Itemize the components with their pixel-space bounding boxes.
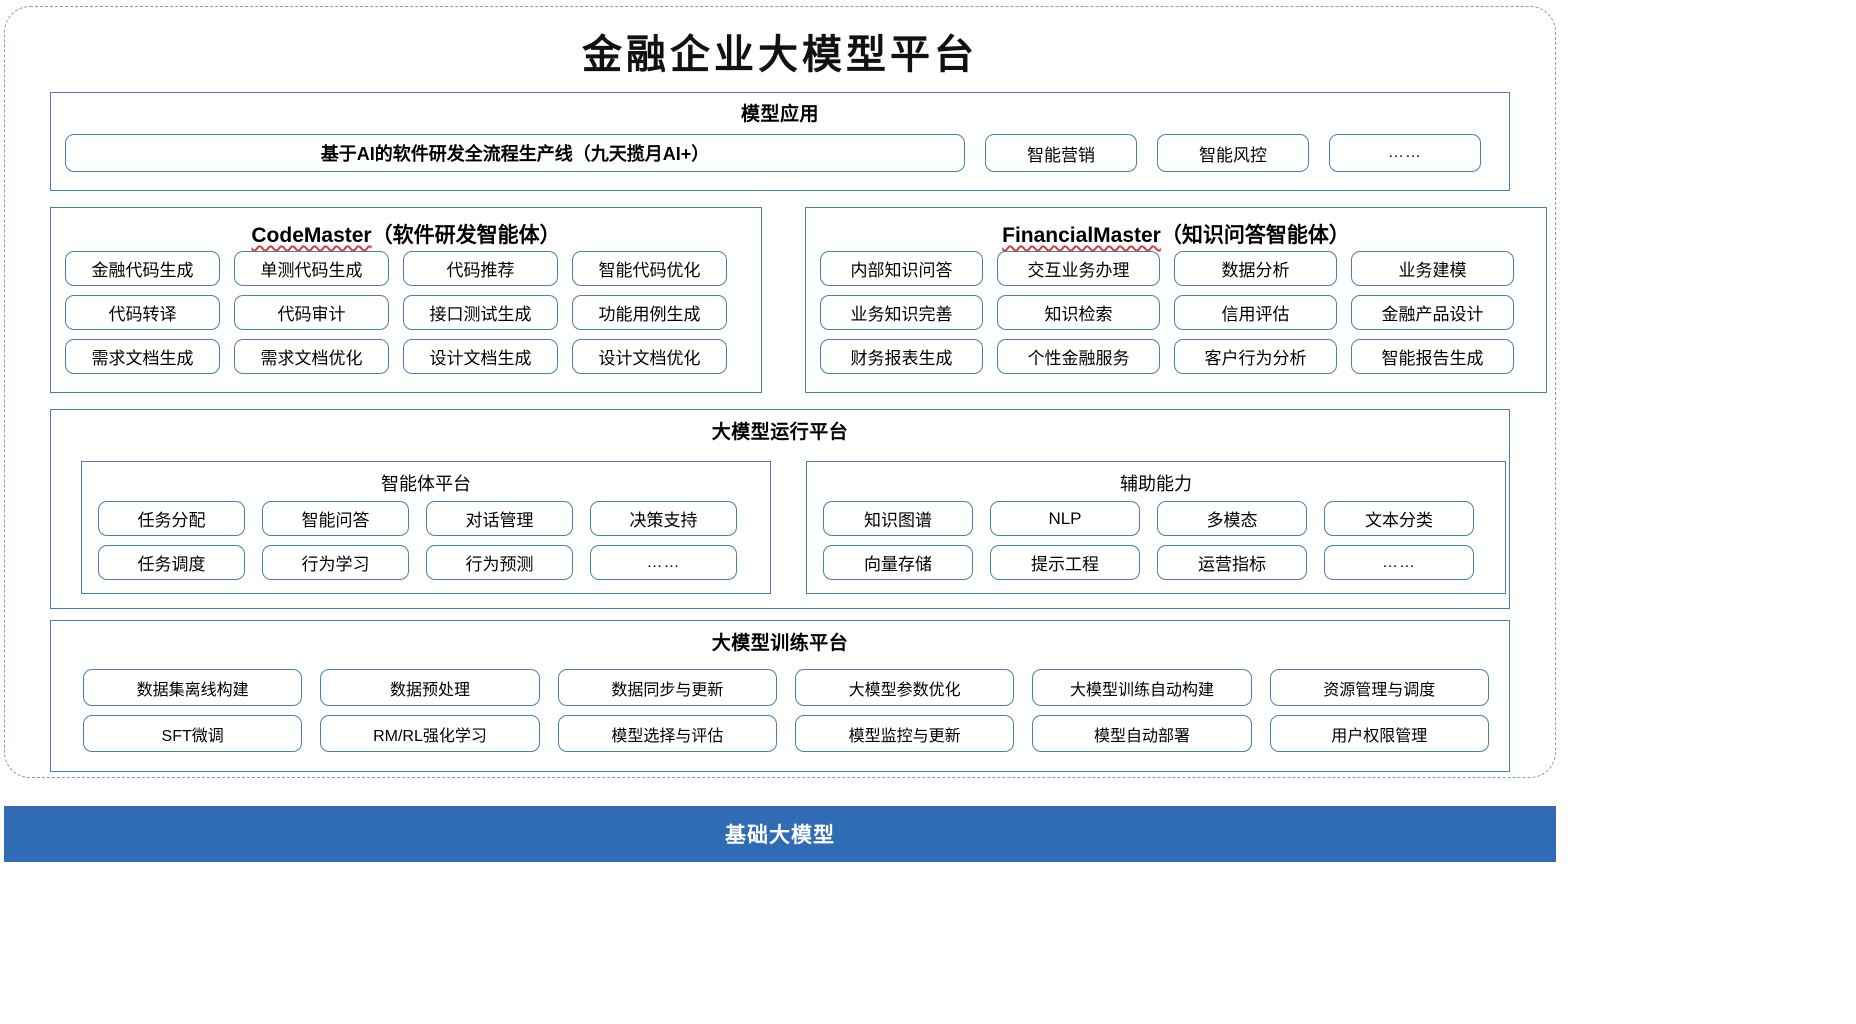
- section-title-runtime-platform: 大模型运行平台: [711, 422, 849, 443]
- chip-model-selection-evaluation[interactable]: 模型选择与评估: [557, 715, 777, 752]
- chip-sft-finetuning[interactable]: SFT微调: [83, 715, 303, 752]
- chip-customer-behavior-analysis[interactable]: 客户行为分析: [1174, 339, 1337, 374]
- section-title-model-application: 模型应用: [740, 104, 819, 125]
- section-runtime-platform: 大模型运行平台 智能体平台 任务分配 智能问答 对话管理 决策支持 任务调度 行…: [50, 409, 1510, 609]
- chip-model-monitoring-update[interactable]: 模型监控与更新: [794, 715, 1015, 752]
- financialmaster-row-1: 内部知识问答 交互业务办理 数据分析 业务建模: [820, 251, 1532, 286]
- chip-design-doc-generation[interactable]: 设计文档生成: [403, 339, 558, 374]
- chip-business-knowledge-enrichment[interactable]: 业务知识完善: [820, 295, 983, 330]
- chip-intelligent-qa[interactable]: 智能问答: [262, 501, 409, 536]
- chip-requirement-doc-generation[interactable]: 需求文档生成: [65, 339, 220, 374]
- chip-operation-metrics[interactable]: 运营指标: [1157, 545, 1307, 580]
- chip-interactive-business-handling[interactable]: 交互业务办理: [997, 251, 1160, 286]
- chip-financial-code-generation[interactable]: 金融代码生成: [65, 251, 220, 286]
- chip-data-analysis[interactable]: 数据分析: [1174, 251, 1337, 286]
- chip-requirement-doc-optimization[interactable]: 需求文档优化: [234, 339, 389, 374]
- chip-intelligent-marketing[interactable]: 智能营销: [985, 134, 1137, 172]
- subsection-title-agent-platform: 智能体平台: [381, 474, 471, 494]
- training-row-2: SFT微调 RM/RL强化学习 模型选择与评估 模型监控与更新 模型自动部署 用…: [83, 715, 1489, 752]
- financialmaster-capability-grid: 内部知识问答 交互业务办理 数据分析 业务建模 业务知识完善 知识检索 信用评估…: [820, 251, 1532, 374]
- chip-knowledge-graph[interactable]: 知识图谱: [823, 501, 973, 536]
- chip-rm-rl-reinforcement-learning[interactable]: RM/RL强化学习: [320, 715, 540, 752]
- chip-code-audit[interactable]: 代码审计: [234, 295, 389, 330]
- chip-personalized-financial-service[interactable]: 个性金融服务: [997, 339, 1160, 374]
- chip-data-preprocessing[interactable]: 数据预处理: [320, 669, 540, 706]
- codemaster-row-2: 代码转译 代码审计 接口测试生成 功能用例生成: [65, 295, 747, 330]
- chip-text-classification[interactable]: 文本分类: [1324, 501, 1474, 536]
- agent-suffix-codemaster: （软件研发智能体）: [371, 224, 561, 247]
- chip-multimodal[interactable]: 多模态: [1157, 501, 1307, 536]
- chip-more-auxiliary[interactable]: ……: [1324, 545, 1474, 580]
- section-model-application: 模型应用 基于AI的软件研发全流程生产线（九天揽月AI+） 智能营销 智能风控 …: [50, 92, 1510, 191]
- chip-knowledge-retrieval[interactable]: 知识检索: [997, 295, 1160, 330]
- chip-model-parameter-optimization[interactable]: 大模型参数优化: [794, 669, 1015, 706]
- chip-design-doc-optimization[interactable]: 设计文档优化: [572, 339, 727, 374]
- chip-prompt-engineering[interactable]: 提示工程: [990, 545, 1140, 580]
- agent-name-codemaster: CodeMaster: [251, 224, 372, 247]
- chip-training-auto-construction[interactable]: 大模型训练自动构建: [1032, 669, 1252, 706]
- chip-task-allocation[interactable]: 任务分配: [98, 501, 245, 536]
- agent-platform-row-1: 任务分配 智能问答 对话管理 决策支持: [98, 501, 754, 536]
- agent-title-financialmaster: FinancialMaster（知识问答智能体）: [806, 219, 1546, 249]
- codemaster-capability-grid: 金融代码生成 单测代码生成 代码推荐 智能代码优化 代码转译 代码审计 接口测试…: [65, 251, 747, 374]
- chip-intelligent-risk-control[interactable]: 智能风控: [1157, 134, 1309, 172]
- financialmaster-row-2: 业务知识完善 知识检索 信用评估 金融产品设计: [820, 295, 1532, 330]
- auxiliary-row-2: 向量存储 提示工程 运营指标 ……: [823, 545, 1489, 580]
- chip-user-permission-management[interactable]: 用户权限管理: [1269, 715, 1489, 752]
- chip-credit-assessment[interactable]: 信用评估: [1174, 295, 1337, 330]
- chip-task-scheduling[interactable]: 任务调度: [98, 545, 245, 580]
- foundation-model-label: 基础大模型: [725, 824, 835, 847]
- chip-more-agent-platform[interactable]: ……: [590, 545, 737, 580]
- chip-model-auto-deployment[interactable]: 模型自动部署: [1032, 715, 1252, 752]
- chip-internal-knowledge-qa[interactable]: 内部知识问答: [820, 251, 983, 286]
- codemaster-row-1: 金融代码生成 单测代码生成 代码推荐 智能代码优化: [65, 251, 747, 286]
- chip-financial-product-design[interactable]: 金融产品设计: [1351, 295, 1514, 330]
- chip-dialogue-management[interactable]: 对话管理: [426, 501, 573, 536]
- chip-behavior-learning[interactable]: 行为学习: [262, 545, 409, 580]
- chip-behavior-prediction[interactable]: 行为预测: [426, 545, 573, 580]
- chip-financial-statement-generation[interactable]: 财务报表生成: [820, 339, 983, 374]
- section-codemaster-agent: CodeMaster（软件研发智能体） 金融代码生成 单测代码生成 代码推荐 智…: [50, 207, 762, 393]
- auxiliary-capabilities-grid: 知识图谱 NLP 多模态 文本分类 向量存储 提示工程 运营指标 ……: [823, 501, 1489, 580]
- subsection-title-auxiliary-capabilities: 辅助能力: [1120, 474, 1192, 494]
- chip-ai-sdlc-pipeline[interactable]: 基于AI的软件研发全流程生产线（九天揽月AI+）: [65, 134, 965, 172]
- chip-code-transpilation[interactable]: 代码转译: [65, 295, 220, 330]
- chip-dataset-offline-construction[interactable]: 数据集离线构建: [83, 669, 303, 706]
- codemaster-row-3: 需求文档生成 需求文档优化 设计文档生成 设计文档优化: [65, 339, 747, 374]
- auxiliary-row-1: 知识图谱 NLP 多模态 文本分类: [823, 501, 1489, 536]
- chip-intelligent-report-generation[interactable]: 智能报告生成: [1351, 339, 1514, 374]
- chip-data-sync-and-update[interactable]: 数据同步与更新: [557, 669, 777, 706]
- foundation-model-bar: 基础大模型: [4, 806, 1556, 862]
- agent-platform-row-2: 任务调度 行为学习 行为预测 ……: [98, 545, 754, 580]
- chip-code-recommendation[interactable]: 代码推荐: [403, 251, 558, 286]
- section-training-platform: 大模型训练平台 数据集离线构建 数据预处理 数据同步与更新 大模型参数优化 大模…: [50, 620, 1510, 772]
- agent-title-codemaster: CodeMaster（软件研发智能体）: [51, 219, 761, 249]
- chip-nlp[interactable]: NLP: [990, 501, 1140, 536]
- training-platform-grid: 数据集离线构建 数据预处理 数据同步与更新 大模型参数优化 大模型训练自动构建 …: [83, 669, 1489, 752]
- section-title-training-platform: 大模型训练平台: [711, 633, 849, 654]
- page-title: 金融企业大模型平台: [582, 31, 978, 78]
- chip-functional-case-generation[interactable]: 功能用例生成: [572, 295, 727, 330]
- chip-vector-store[interactable]: 向量存储: [823, 545, 973, 580]
- chip-intelligent-code-optimization[interactable]: 智能代码优化: [572, 251, 727, 286]
- chip-resource-management-scheduling[interactable]: 资源管理与调度: [1269, 669, 1489, 706]
- section-financialmaster-agent: FinancialMaster（知识问答智能体） 内部知识问答 交互业务办理 数…: [805, 207, 1547, 393]
- agent-name-financialmaster: FinancialMaster: [1002, 224, 1161, 247]
- subsection-agent-platform: 智能体平台 任务分配 智能问答 对话管理 决策支持 任务调度 行为学习 行为预测…: [81, 461, 771, 594]
- financialmaster-row-3: 财务报表生成 个性金融服务 客户行为分析 智能报告生成: [820, 339, 1532, 374]
- chip-decision-support[interactable]: 决策支持: [590, 501, 737, 536]
- agent-suffix-financialmaster: （知识问答智能体）: [1160, 224, 1350, 247]
- agent-platform-grid: 任务分配 智能问答 对话管理 决策支持 任务调度 行为学习 行为预测 ……: [98, 501, 754, 580]
- chip-api-test-generation[interactable]: 接口测试生成: [403, 295, 558, 330]
- subsection-auxiliary-capabilities: 辅助能力 知识图谱 NLP 多模态 文本分类 向量存储 提示工程 运营指标 ……: [806, 461, 1506, 594]
- chip-unit-test-code-generation[interactable]: 单测代码生成: [234, 251, 389, 286]
- model-application-chip-row: 基于AI的软件研发全流程生产线（九天揽月AI+） 智能营销 智能风控 ……: [65, 134, 1495, 172]
- chip-more-applications[interactable]: ……: [1329, 134, 1481, 172]
- training-row-1: 数据集离线构建 数据预处理 数据同步与更新 大模型参数优化 大模型训练自动构建 …: [83, 669, 1489, 706]
- chip-business-modeling[interactable]: 业务建模: [1351, 251, 1514, 286]
